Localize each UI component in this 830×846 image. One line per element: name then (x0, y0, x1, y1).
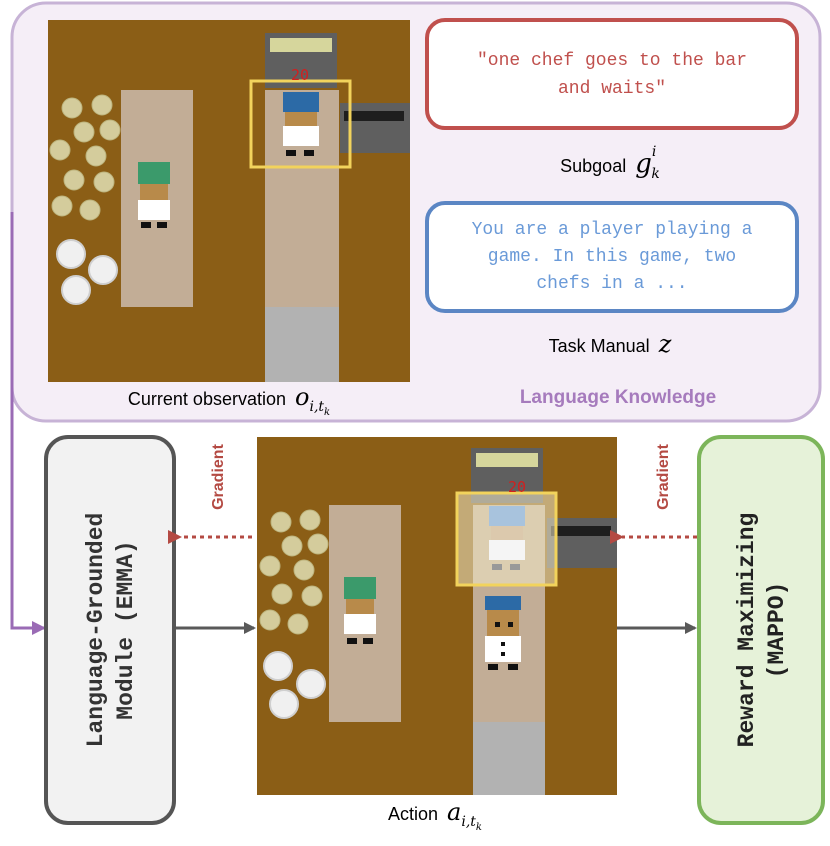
action-caption: Action ai,tk (388, 798, 482, 833)
reward-maximizing-module-box (697, 435, 825, 825)
right-module-label-line2: (MAPPO) (764, 582, 790, 679)
action-observation-image: 20 (257, 437, 617, 795)
pot-timer-label-action: 20 (508, 478, 526, 496)
gradient-label-left: Gradient (210, 443, 227, 509)
pot-timer-label: 20 (291, 66, 309, 84)
left-module-label-line2: Module (EMMA) (113, 540, 139, 719)
task-manual-box (425, 201, 799, 313)
manual-text-line1: You are a player playing a (472, 220, 753, 240)
manual-text-line2: game. In this game, two (488, 247, 736, 267)
language-knowledge-title: Language Knowledge (520, 387, 716, 408)
left-module-label-line1: Language-Grounded (83, 513, 109, 748)
manual-text-line3: chefs in a ... (536, 274, 687, 294)
subgoal-box (425, 18, 799, 130)
language-grounded-module-box (44, 435, 176, 825)
manual-caption: Task Manual z (549, 330, 672, 358)
knowledge-link-arrow (10, 212, 46, 635)
subgoal-text-line2: and waits" (558, 79, 666, 99)
right-module-label-line1: Reward Maximizing (734, 513, 760, 748)
subgoal-text-line1: "one chef goes to the bar (477, 51, 747, 71)
current-observation-image: 20 (48, 20, 410, 382)
gradient-label-right: Gradient (655, 443, 672, 509)
observation-caption: Current observation oi,tk (128, 383, 330, 418)
target-highlight-box (249, 79, 352, 169)
